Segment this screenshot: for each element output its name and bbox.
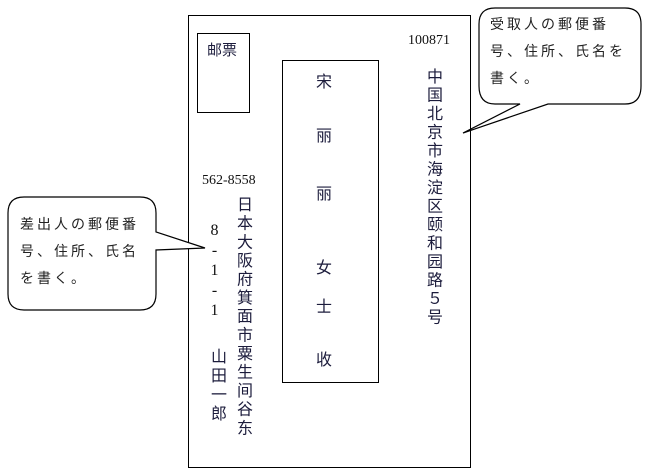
recipient-name-char: 丽	[316, 184, 333, 203]
recipient-name-char: 丽	[316, 126, 333, 145]
sender-house-number: 8-1-1	[206, 222, 223, 322]
sender-callout-text: 差出人の郵便番 号、住所、氏名 を書く。	[20, 212, 139, 293]
sender-callout-bubble	[7, 196, 206, 311]
sender-address: 日本大阪府箕面市粟生间谷东	[234, 196, 253, 438]
callout-line: 書く。	[490, 71, 541, 87]
sender-name: 山田一郎	[208, 348, 227, 424]
envelope-outline	[188, 15, 471, 468]
recipient-callout-bubble	[462, 7, 642, 134]
recipient-name-char: 收	[316, 350, 333, 369]
callout-line: 差出人の郵便番	[20, 217, 139, 233]
recipient-address: 中国北京市海淀区颐和园路５号	[424, 68, 443, 327]
stamp-label: 邮票	[207, 41, 238, 59]
recipient-name-char: 士	[316, 297, 333, 316]
sender-postal-code: 562-8558	[202, 173, 256, 188]
recipient-callout-text: 受取人の郵便番 号、住所、氏名を 書く。	[490, 12, 626, 93]
callout-line: を書く。	[20, 271, 88, 287]
recipient-name-char: 女	[316, 258, 333, 277]
stamp-box: 邮票	[197, 33, 250, 113]
recipient-name-box	[282, 60, 379, 383]
recipient-postal-code: 100871	[408, 33, 450, 48]
callout-line: 号、住所、氏名	[20, 244, 139, 260]
callout-line: 受取人の郵便番	[490, 17, 609, 33]
recipient-name-char: 宋	[316, 72, 333, 91]
callout-line: 号、住所、氏名を	[490, 44, 626, 60]
